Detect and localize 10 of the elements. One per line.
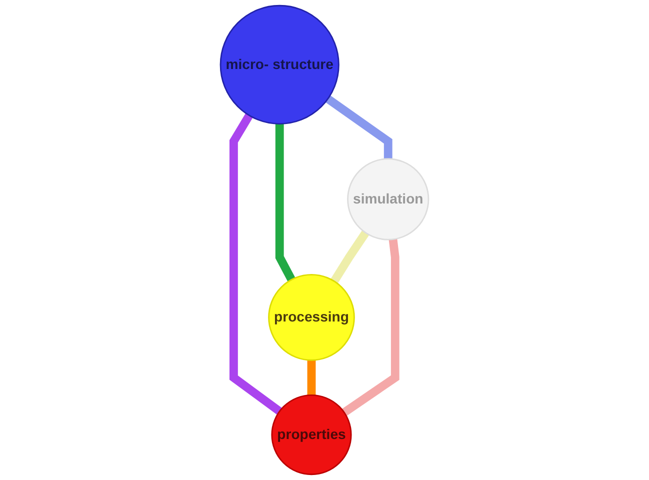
connector (307, 360, 316, 396)
node-circle (347, 158, 430, 240)
connector (229, 113, 282, 415)
connector (325, 95, 392, 159)
connector (330, 230, 370, 284)
connector (342, 238, 400, 416)
node-circle (271, 394, 352, 476)
node-circle (268, 274, 355, 361)
node-circle (220, 4, 340, 124)
connector (275, 124, 296, 282)
